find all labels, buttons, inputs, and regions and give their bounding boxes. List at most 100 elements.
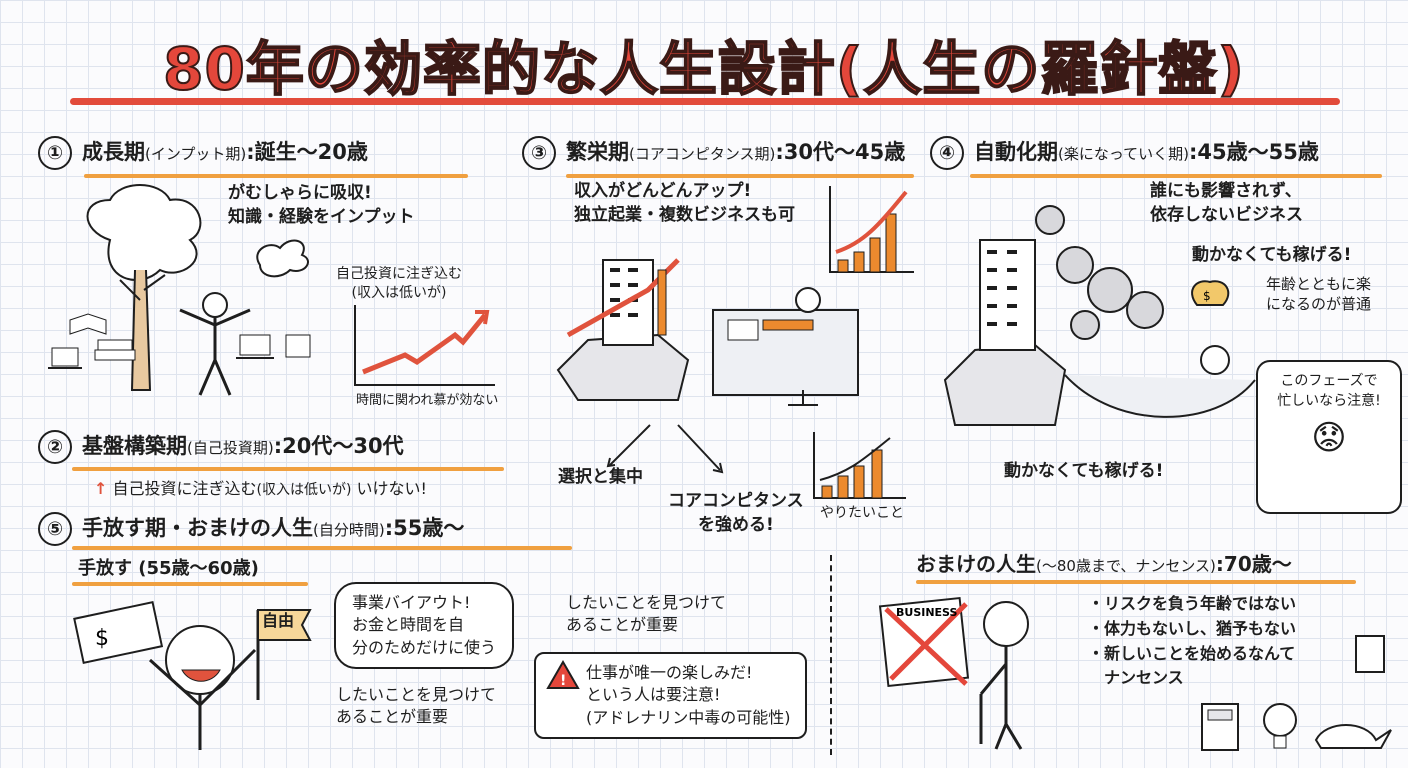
section3-text-line2: 独立起業・複数ビジネスも可: [574, 204, 795, 225]
section1-text-line2: 知識・経験をインプット: [228, 206, 415, 227]
bonus-underline: [916, 580, 1356, 584]
section5-underline: [72, 546, 572, 550]
section1-label: 成長期: [82, 140, 145, 164]
bonus-icons: [1201, 635, 1392, 751]
warning-line2: という人は要注意!: [586, 685, 721, 705]
rock-icon: [556, 333, 690, 401]
money-bag-icon: $: [1191, 280, 1230, 306]
section2-note-a: 自己投資に注ぎ込む: [112, 479, 257, 498]
title-underline: [70, 98, 1340, 105]
section-divider: [830, 555, 832, 755]
hammock-icon: [1064, 345, 1256, 418]
flag-text: 自由: [262, 611, 295, 630]
up-arrow-icon: ↑: [94, 479, 108, 498]
section2-note: ↑ 自己投資に注ぎ込む(収入は低いが) いけない!: [94, 478, 427, 500]
bonus-sub: (〜80歳まで、ナンセンス): [1036, 557, 1216, 575]
books-icon: [69, 313, 136, 361]
section2-underline: [72, 467, 504, 471]
section4-label: 自動化期: [974, 140, 1058, 164]
section3-sub: (コアコンピタンス期): [629, 145, 776, 163]
section1-underline: [84, 174, 468, 178]
section4-warn-line1: このフェーズで: [1280, 373, 1378, 389]
section5-range: :55歳〜: [384, 516, 465, 540]
svg-text:$: $: [95, 626, 109, 651]
page-title: 80年の効率的な人生設計(人生の羅針盤): [162, 34, 1245, 104]
warning-icon: !: [546, 660, 580, 689]
bonus-heading: おまけの人生(〜80歳まで、ナンセンス):70歳〜: [916, 548, 1292, 577]
section4-bottom: 動かなくても稼げる!: [1004, 461, 1164, 481]
section1-heading: ① 成長期(インプット期):誕生〜20歳: [38, 136, 368, 170]
section2-number: ②: [38, 430, 72, 464]
section1-text: がむしゃらに吸収! 知識・経験をインプット: [228, 182, 415, 230]
section3-bar-chart-top: [829, 186, 914, 273]
bubble-line1: 事業バイアウト!: [352, 593, 471, 612]
section3-core-line1: コアコンピタンス: [668, 491, 804, 511]
lightbulb-icon: [1263, 703, 1297, 749]
notepad-icon: [1355, 635, 1385, 673]
tree-icon: [86, 184, 202, 391]
section3-text-line1: 収入がどんどんアップ!: [574, 181, 752, 201]
svg-text:$: $: [1203, 289, 1211, 303]
svg-text:!: !: [560, 673, 566, 689]
section5-illustration: $: [73, 600, 312, 750]
section1-growth-chart: [354, 305, 495, 386]
bonus-item: ナンセンス: [1088, 668, 1184, 688]
section5-sub-underline: [72, 582, 308, 586]
section4-text4: 年齢とともに楽 になるのが普通: [1266, 274, 1371, 315]
section4-text3: 動かなくても稼げる!: [1192, 245, 1352, 265]
section1-text-line1: がむしゃらに吸収!: [228, 183, 372, 203]
find-bottom-line2: あることが重要: [336, 706, 449, 726]
section5-label: 手放す期・おまけの人生: [82, 516, 313, 540]
section1-chart-axis: 時間に関われ慕が効ない: [356, 393, 499, 408]
section2-note-c: いけない!: [356, 479, 427, 498]
bonus-item: ・体力もないし、猶予もない: [1088, 618, 1297, 638]
bubble-line2: お金と時間を自: [352, 615, 465, 635]
building-icon: [602, 259, 654, 346]
section4-warning-box: このフェーズで 忙しいなら注意! 😟: [1256, 360, 1402, 514]
section3-bar-chart-bottom: [813, 432, 906, 499]
section5-number: ⑤: [38, 512, 72, 546]
warning-line1: 仕事が唯一の楽しみだ!: [586, 663, 753, 682]
bonus-list: ・リスクを負う年齢ではない ・体力もないし、猶予もない ・新しいことを始めるなん…: [1088, 592, 1296, 691]
section1-number: ①: [38, 136, 72, 170]
money-bill-icon: $: [73, 600, 164, 664]
section5-heading: ⑤ 手放す期・おまけの人生(自分時間):55歳〜: [38, 512, 464, 546]
find-top-line1: したいことを見つけて: [566, 593, 727, 612]
laptop-icon: [48, 334, 311, 369]
chart-note-line2: (収入は低いが): [351, 284, 447, 301]
business-paper-text: BUSINESS: [896, 606, 957, 619]
section4-text-line2: 依存しないビジネス: [1150, 204, 1303, 225]
section1-sub: (インプット期): [145, 145, 247, 163]
worried-face-icon: 😟: [1311, 418, 1347, 459]
chart-note-line1: 自己投資に注ぎ込む: [336, 266, 462, 282]
section2-note-b: (収入は低いが): [256, 482, 352, 498]
bonus-label: おまけの人生: [916, 552, 1036, 576]
section5-warning-box: 仕事が唯一の楽しみだ! という人は要注意! (アドレナリン中毒の可能性): [534, 652, 807, 740]
section4-illustration: $: [943, 205, 1256, 426]
section5-sub: (自分時間): [313, 521, 385, 539]
control-panel-icon: [712, 287, 859, 406]
section5-find-bottom: したいことを見つけて あることが重要: [336, 684, 496, 727]
magic-lamp-icon: [1314, 724, 1392, 749]
section2-range: :20代〜30代: [273, 434, 404, 458]
bubble-line3: 分のためだけに使う: [352, 637, 497, 657]
business-paper-icon: BUSINESS: [878, 596, 970, 688]
section5-speech-bubble: 事業バイアウト! お金と時間を自 分のためだけに使う: [334, 582, 515, 670]
section3-illustration: [556, 258, 859, 406]
section4-range: :45歳〜55歳: [1188, 140, 1319, 164]
section1-range: :誕生〜20歳: [246, 140, 368, 164]
tree-person-illustration: [48, 184, 311, 396]
section3-number: ③: [522, 136, 556, 170]
find-bottom-line1: したいことを見つけて: [336, 685, 497, 704]
bonus-item: ・新しいことを始めるなんて: [1088, 643, 1296, 663]
section4-text4-line2: になるのが普通: [1266, 295, 1372, 314]
section4-number: ④: [930, 136, 964, 170]
section4-text-line1: 誰にも影響されず、: [1150, 181, 1302, 201]
calculator-icon: [1201, 703, 1239, 751]
section3-range: :30代〜45歳: [775, 140, 906, 164]
section5-sub-label: 手放す (55歳〜60歳): [78, 558, 259, 579]
section3-label: 繁栄期: [566, 140, 629, 164]
happy-person-icon: [148, 625, 257, 750]
